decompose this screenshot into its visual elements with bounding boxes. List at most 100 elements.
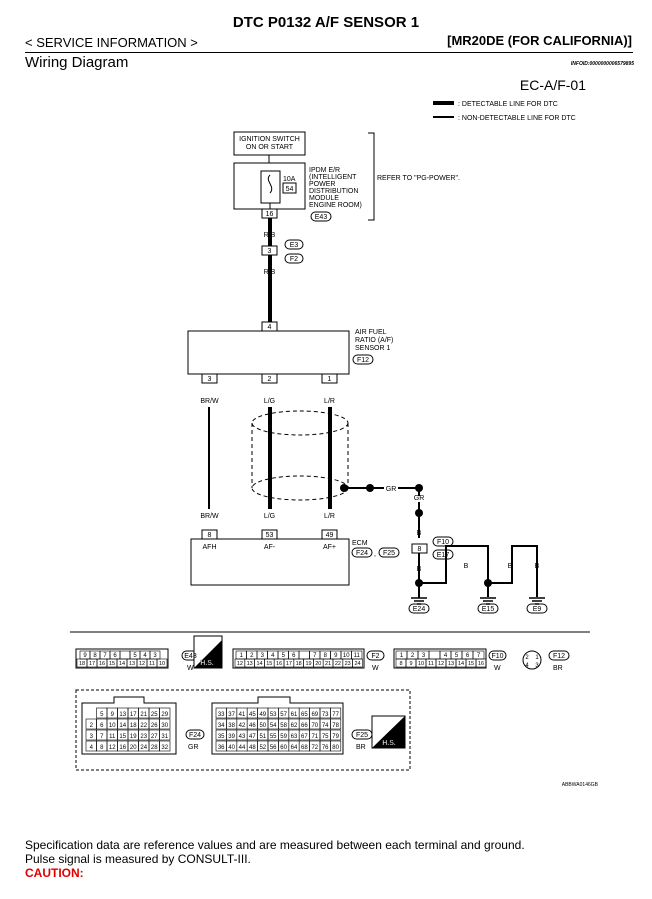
ecm-terminal: 49 <box>326 532 334 539</box>
shield-splice-dot <box>366 484 374 492</box>
connector-f2-pin: 5 <box>282 653 286 659</box>
connector-e43-pin: 6 <box>113 653 117 659</box>
refer-note: REFER TO "PG-POWER". <box>377 175 460 182</box>
connector-f10-pin: 5 <box>455 653 459 659</box>
sensor-terminal: 1 <box>328 376 332 383</box>
connector-f24-pin: 28 <box>151 745 158 751</box>
connector-f25-pin: 35 <box>218 734 225 740</box>
connector-f25-pin: 34 <box>218 723 225 729</box>
connector-f10-pin: 6 <box>466 653 470 659</box>
connector-f24-pin: 5 <box>100 712 104 718</box>
connector-f12-pin: 2 <box>525 655 529 661</box>
connector-f24-cell <box>159 718 171 730</box>
connector-f24-color: GR <box>188 744 199 751</box>
connector-f10-housing <box>393 648 487 669</box>
ecm-terminal: 53 <box>266 532 274 539</box>
connector-f25-pin: 52 <box>259 745 266 751</box>
connector-f25-pin: 66 <box>301 723 308 729</box>
connector-f2-pin: 3 <box>261 653 265 659</box>
header-divider <box>25 52 633 53</box>
connector-f25-pin: 79 <box>332 734 339 740</box>
ipdm-terminal: 16 <box>266 211 274 218</box>
ground-connector-1: F10 <box>437 539 449 546</box>
connector-f2-pin: 2 <box>250 653 254 659</box>
shield-splice-dot <box>340 484 348 492</box>
shielded-cable <box>251 410 349 501</box>
connector-f25-pin: 54 <box>270 723 277 729</box>
connector-f2-pin: 21 <box>325 661 331 667</box>
connector-f10-cell <box>475 658 487 668</box>
ipdm-box <box>233 162 306 210</box>
connector-e43-pin: 4 <box>143 653 147 659</box>
connector-f2-pin: 15 <box>266 661 272 667</box>
connector-f24-pin: 4 <box>90 745 94 751</box>
wire-color-b: B <box>417 530 422 537</box>
connector-f2-name: F2 <box>371 653 379 660</box>
connector-f10-pin: 1 <box>400 653 404 659</box>
connector-f25-pin: 57 <box>280 712 287 718</box>
connector-f24-pin: 11 <box>109 734 116 740</box>
connector-f25-pin: 68 <box>301 745 308 751</box>
ipdm-connector: E43 <box>315 214 328 221</box>
connector-e43-pin: 18 <box>79 661 85 667</box>
service-information-label: < SERVICE INFORMATION > <box>25 35 198 50</box>
ipdm-line: (INTELLIGENT <box>309 174 357 181</box>
connector-f25-cell <box>330 729 342 741</box>
connector-f2-pin: 12 <box>237 661 243 667</box>
connector-f24-pin: 25 <box>151 712 158 718</box>
connector-e43-pin: 8 <box>93 653 97 659</box>
af-sensor-connector-badge <box>352 354 374 365</box>
hs-label: H.S. <box>382 740 396 747</box>
connector-f24-housing <box>81 696 177 755</box>
connector-f24-pin: 18 <box>130 723 137 729</box>
legend <box>433 101 454 118</box>
connector-e43-pin: 12 <box>139 661 145 667</box>
sensor-terminal: 2 <box>268 376 272 383</box>
connector-f10-pin: 12 <box>438 661 444 667</box>
fuse-box <box>260 170 281 204</box>
info-id: INFOID:0000000006579895 <box>570 61 634 67</box>
connector-f25-pin: 77 <box>332 712 339 718</box>
connector-f2-pin: 23 <box>345 661 351 667</box>
connector-e43-pin: 14 <box>119 661 125 667</box>
connector-f10-pin: 16 <box>478 661 484 667</box>
sensor-label-line: SENSOR 1 <box>355 345 391 352</box>
connector-f2-pin: 14 <box>256 661 262 667</box>
ecm-connector-2: F25 <box>383 550 395 557</box>
connector-f25-pin: 39 <box>228 734 235 740</box>
connector-f10-pin: 4 <box>444 653 448 659</box>
wire-color-lg: L/G <box>264 513 275 520</box>
connector-f25-pin: 80 <box>332 745 339 751</box>
connector-f2-pin: 8 <box>324 653 328 659</box>
wiring-diagram: : DETECTABLE LINE FOR DTC : NON-DETECTAB… <box>70 101 599 788</box>
spec-note: Specification data are reference values … <box>25 838 525 852</box>
connector-f10-color: W <box>494 665 501 672</box>
connector-f24-pin: 6 <box>100 723 104 729</box>
connector-f24-pin: 3 <box>90 734 94 740</box>
sensor-terminal-4: 4 <box>268 324 272 331</box>
connector-f24-pin: 21 <box>140 712 147 718</box>
ground-splice-dot <box>484 579 492 587</box>
connector-f2-pin: 19 <box>305 661 311 667</box>
af-sensor-box <box>187 330 350 375</box>
connector-e43-pin: 7 <box>103 653 107 659</box>
connector-f25-color: BR <box>356 744 366 751</box>
connector-f25-pin: 46 <box>249 723 256 729</box>
connector-f2-pin: 22 <box>335 661 341 667</box>
connector-f10-pin: 13 <box>448 661 454 667</box>
ipdm-connector-badge <box>310 211 332 222</box>
connector-f24-pin: 14 <box>119 723 126 729</box>
connector-f24-pin: 24 <box>140 745 147 751</box>
connector-f25-pin: 55 <box>270 734 277 740</box>
connector-e43-pin: 13 <box>129 661 135 667</box>
connector-f25-pin: 48 <box>249 745 256 751</box>
wire-color-brw: BR/W <box>200 513 219 520</box>
wire-color-brw: BR/W <box>200 398 219 405</box>
ecm-pin: AF+ <box>323 544 336 551</box>
connector-f10-pin: 8 <box>399 661 402 667</box>
ground-connector-badge-2 <box>432 549 454 560</box>
gr-wire-dot <box>415 509 423 517</box>
diagram-page-code: EC-A/F-01 <box>519 77 586 93</box>
ecm-box <box>190 538 350 586</box>
connector-f2-pin: 24 <box>354 661 360 667</box>
